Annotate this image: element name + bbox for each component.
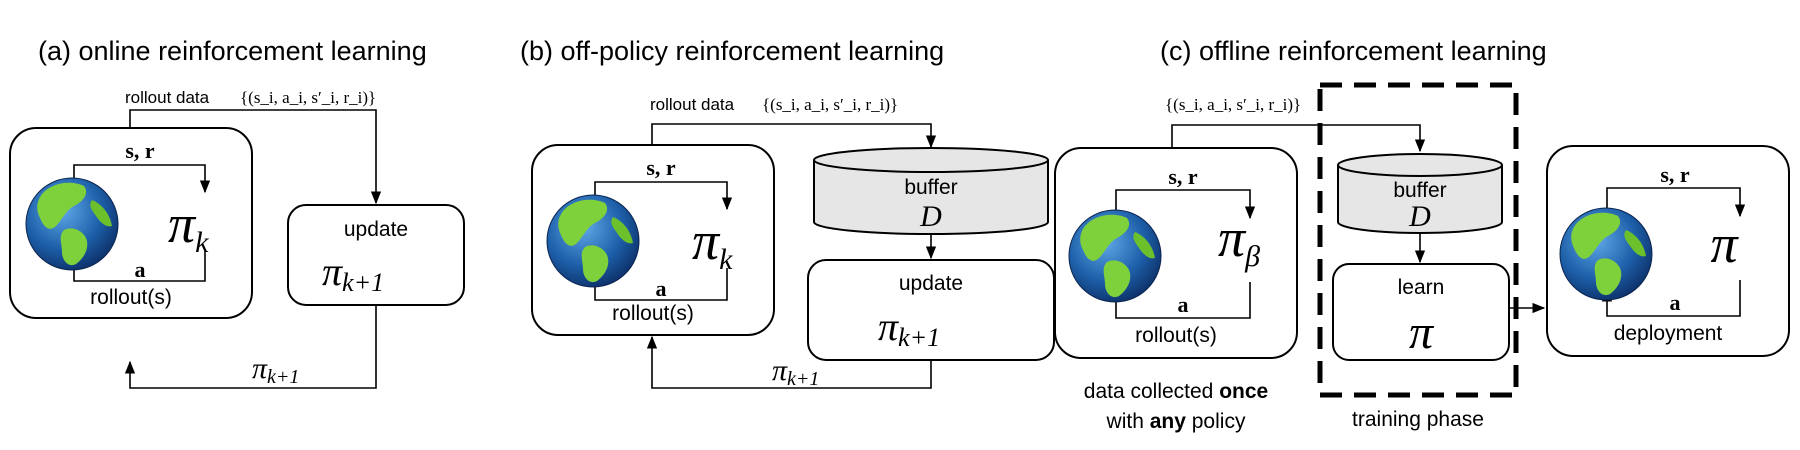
panel-c-learn-box xyxy=(1332,263,1510,361)
panel-a-rollout-data-arrow xyxy=(129,109,382,205)
panel-c-action-arrow xyxy=(1110,282,1251,319)
panel-b-action: a xyxy=(656,276,667,301)
earth-globe-icon xyxy=(25,177,119,271)
panel-b-feedback-policy: πk+1 xyxy=(772,354,819,390)
panel-c-tuple: {(s_i, a_i, s′_i, r_i)} xyxy=(1165,95,1301,114)
panel-b-update-policy: πk+1 xyxy=(878,304,940,352)
panel-c-deployment-label: deployment xyxy=(1614,322,1723,345)
earth-globe-icon xyxy=(1559,207,1653,301)
panel-b: (b) off-policy reinforcement learning ro… xyxy=(520,36,1055,390)
panel-c-deploy-policy: π xyxy=(1710,214,1739,274)
panel-a-update-policy: πk+1 xyxy=(322,249,384,297)
panel-a-action: a xyxy=(135,257,146,282)
earth-globe-icon xyxy=(1068,209,1162,303)
panel-c-title: (c) offline reinforcement learning xyxy=(1160,36,1547,66)
panel-c-state-reward: s, r xyxy=(1168,164,1198,189)
panel-c-policy: πβ xyxy=(1218,208,1260,273)
panel-a: (a) online reinforcement learning rollou… xyxy=(9,36,465,389)
panel-c-training-phase-box xyxy=(1317,82,1519,398)
panel-c-learn-label: learn xyxy=(1398,276,1445,299)
panel-a-state-reward: s, r xyxy=(125,138,155,163)
panel-c-training-phase-label: training phase xyxy=(1352,408,1484,431)
panel-c: (c) offline reinforcement learning rollo… xyxy=(1054,36,1790,433)
panel-c-deploy-state-arrow xyxy=(1606,187,1746,220)
panel-a-feedback-policy: πk+1 xyxy=(252,352,299,388)
panel-c-deploy-action: a xyxy=(1670,290,1681,315)
panel-b-feedback-arrow xyxy=(646,335,932,389)
panel-b-buffer: buffer D xyxy=(813,147,1049,235)
panel-a-policy: πk xyxy=(168,194,209,259)
panel-c-buffer: buffer D xyxy=(1337,153,1503,234)
panel-b-rollout-box xyxy=(531,144,775,336)
panel-a-update-label: update xyxy=(344,218,408,241)
panel-b-rollout-data-label: rollout data xyxy=(650,95,735,114)
panel-b-update-label: update xyxy=(899,272,963,295)
panel-a-title: (a) online reinforcement learning xyxy=(38,36,427,66)
panel-b-tuple: {(s_i, a_i, s′_i, r_i)} xyxy=(762,95,898,114)
panel-b-rollout-label: rollout(s) xyxy=(612,302,694,325)
panel-c-buffer-label: buffer xyxy=(1393,179,1446,202)
panel-c-deploy-state-reward: s, r xyxy=(1660,162,1690,187)
panel-b-title: (b) off-policy reinforcement learning xyxy=(520,36,944,66)
panel-c-data-arrow xyxy=(1171,124,1426,153)
panel-a-rollout-label: rollout(s) xyxy=(90,286,172,309)
panel-b-state-reward: s, r xyxy=(646,155,676,180)
panel-c-action: a xyxy=(1178,292,1189,317)
panel-c-caption-line2: with any policy xyxy=(1106,410,1246,433)
panel-a-tuple: {(s_i, a_i, s′_i, r_i)} xyxy=(240,88,376,107)
panel-b-buffer-symbol: D xyxy=(919,200,942,233)
panel-b-policy: πk xyxy=(692,211,733,276)
earth-globe-icon xyxy=(546,194,640,288)
panel-b-buffer-label: buffer xyxy=(904,176,957,199)
panel-c-deploy-action-arrow xyxy=(1601,280,1741,317)
panel-b-rollout-data-arrow xyxy=(651,123,937,149)
panel-c-buffer-symbol: D xyxy=(1408,200,1431,233)
panel-c-learn-policy: π xyxy=(1409,306,1435,359)
panel-c-rollout-label: rollout(s) xyxy=(1135,324,1217,347)
panel-c-state-arrow xyxy=(1115,189,1256,220)
panel-a-rollout-box xyxy=(9,127,253,319)
panel-a-feedback-arrow xyxy=(124,305,377,389)
panel-c-caption-line1: data collected once xyxy=(1084,380,1268,403)
panel-a-rollout-data-label: rollout data xyxy=(125,88,210,107)
